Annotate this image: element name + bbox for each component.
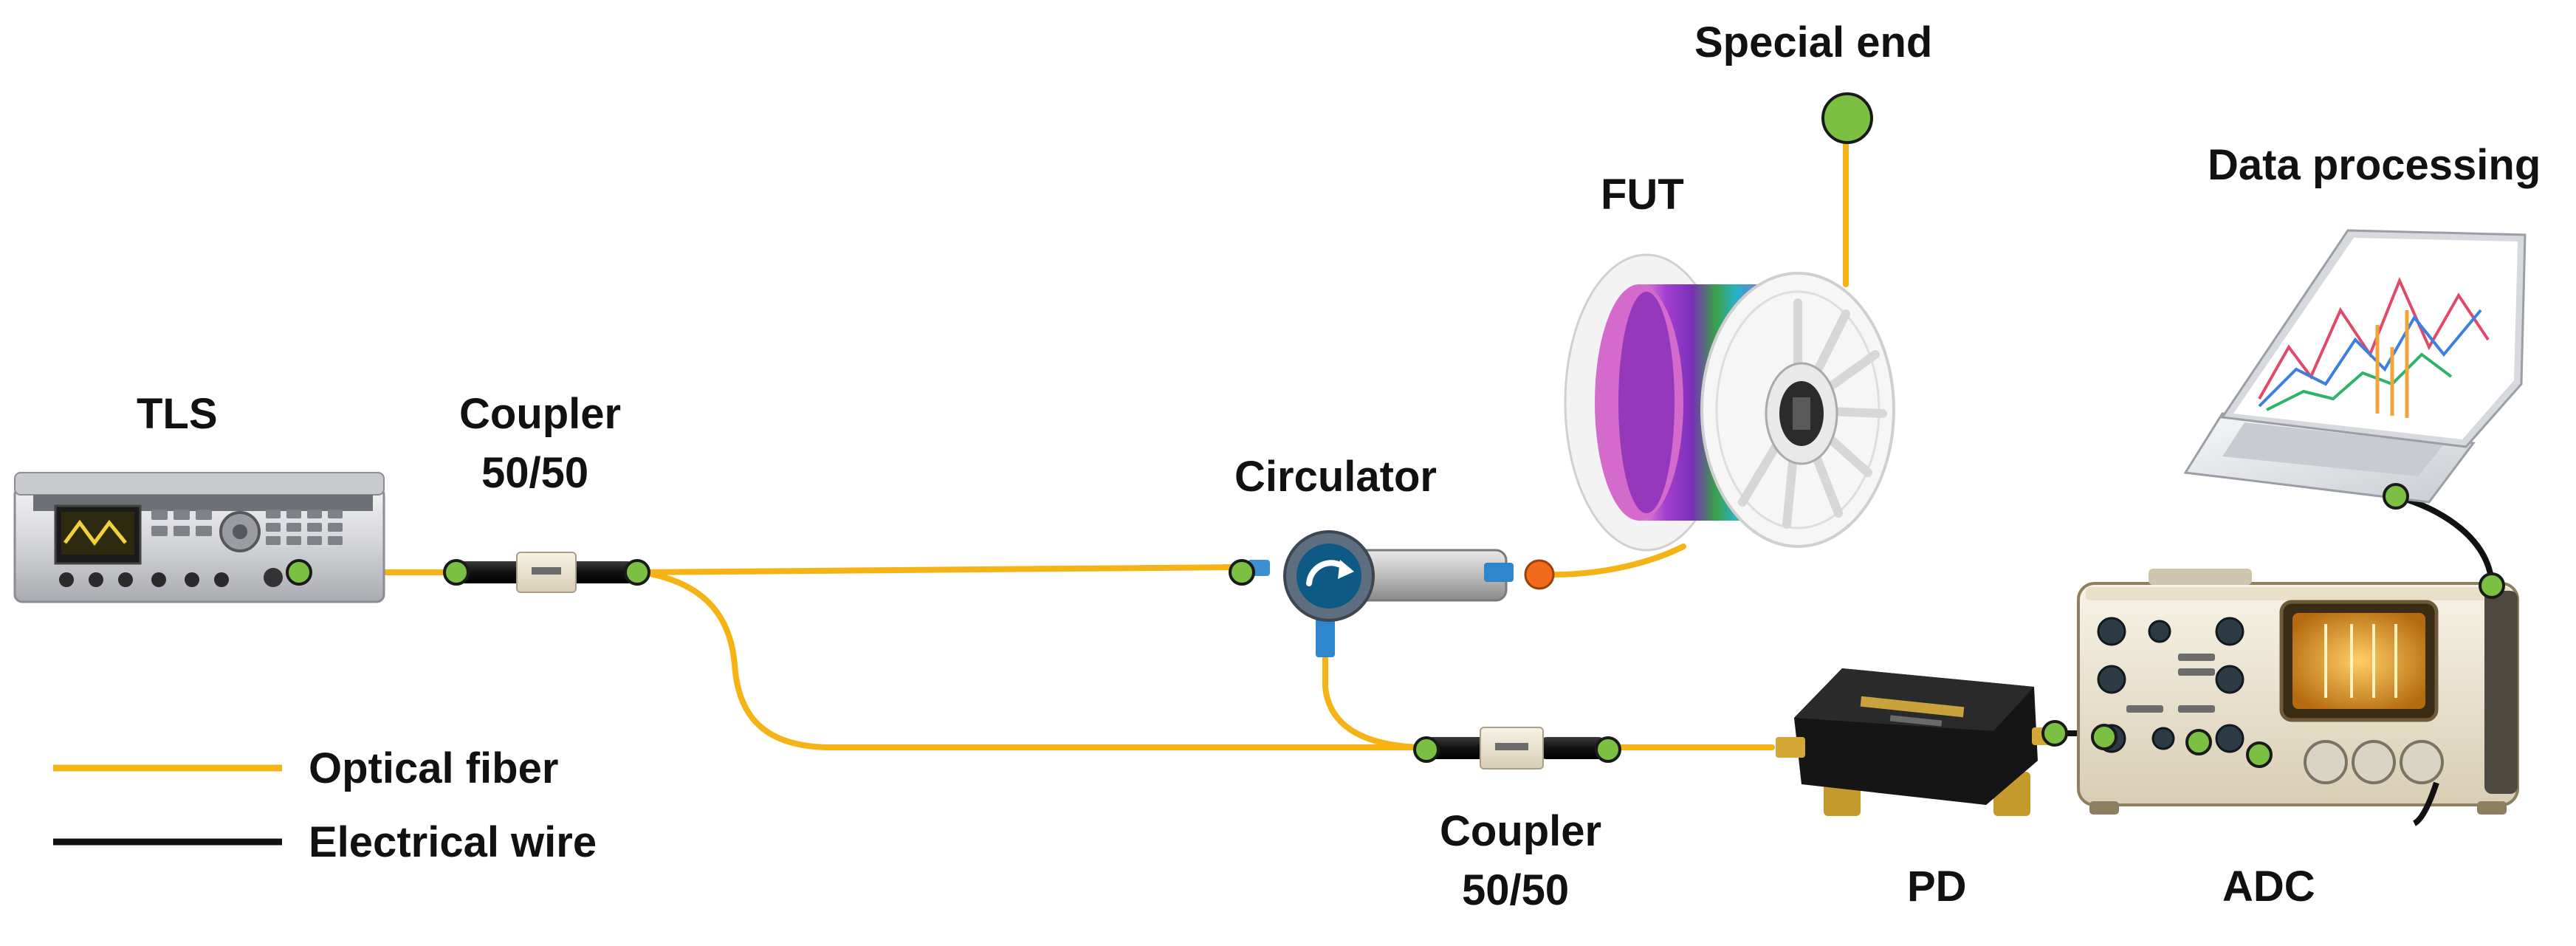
- connector-adc-in3: [2246, 741, 2273, 768]
- connector-pd-out: [2041, 720, 2068, 747]
- optical-fibers: [296, 130, 1849, 750]
- laptop-device: [2183, 229, 2527, 504]
- connector-tls-out: [286, 559, 312, 586]
- connector-special-end: [1821, 92, 1873, 144]
- connector-coupler1-out: [624, 559, 650, 586]
- label-special-end: Special end: [1694, 18, 1933, 66]
- label-fut: FUT: [1601, 171, 1684, 219]
- connector-adc-in1: [2091, 724, 2118, 750]
- legend-optical-text: Optical fiber: [309, 744, 559, 792]
- connector-coupler2-in: [1413, 736, 1440, 763]
- fiber-circulator-fut: [1540, 544, 1686, 578]
- label-adc: ADC: [2222, 863, 2315, 911]
- fiber-coupler1-branch: [639, 569, 1424, 750]
- fiber-coupler1-circulator: [636, 564, 1243, 575]
- label-data-processing: Data processing: [2208, 141, 2541, 189]
- fiber-circulator-coupler2: [1322, 647, 1424, 750]
- legend-electrical-text: Electrical wire: [309, 818, 597, 866]
- connector-circulator-in: [1229, 559, 1255, 586]
- label-coupler2-line1: Coupler: [1440, 807, 1602, 855]
- label-circulator: Circulator: [1234, 453, 1437, 501]
- label-coupler1-line1: Coupler: [459, 390, 622, 438]
- connector-coupler2-out: [1595, 736, 1621, 763]
- coupler1-device: [458, 552, 635, 593]
- fiber-connectors: [286, 92, 2505, 768]
- tls-instrument: [13, 472, 385, 603]
- fut-spool: [1564, 253, 1895, 552]
- circulator-device: [1248, 530, 1555, 657]
- label-coupler1-line2: 50/50: [481, 449, 589, 497]
- connector-adc-usb: [2479, 572, 2505, 599]
- adc-device: [2077, 569, 2519, 826]
- label-pd: PD: [1907, 863, 1967, 911]
- pd-device: [1776, 668, 2054, 816]
- coupler2-device: [1425, 727, 1606, 770]
- connector-laptop-usb: [2383, 483, 2409, 510]
- connector-adc-in2: [2185, 729, 2212, 755]
- label-coupler2-line2: 50/50: [1462, 866, 1570, 914]
- wire-adc-laptop: [2393, 493, 2495, 586]
- connector-coupler1-in: [443, 559, 470, 586]
- label-tls: TLS: [137, 390, 218, 438]
